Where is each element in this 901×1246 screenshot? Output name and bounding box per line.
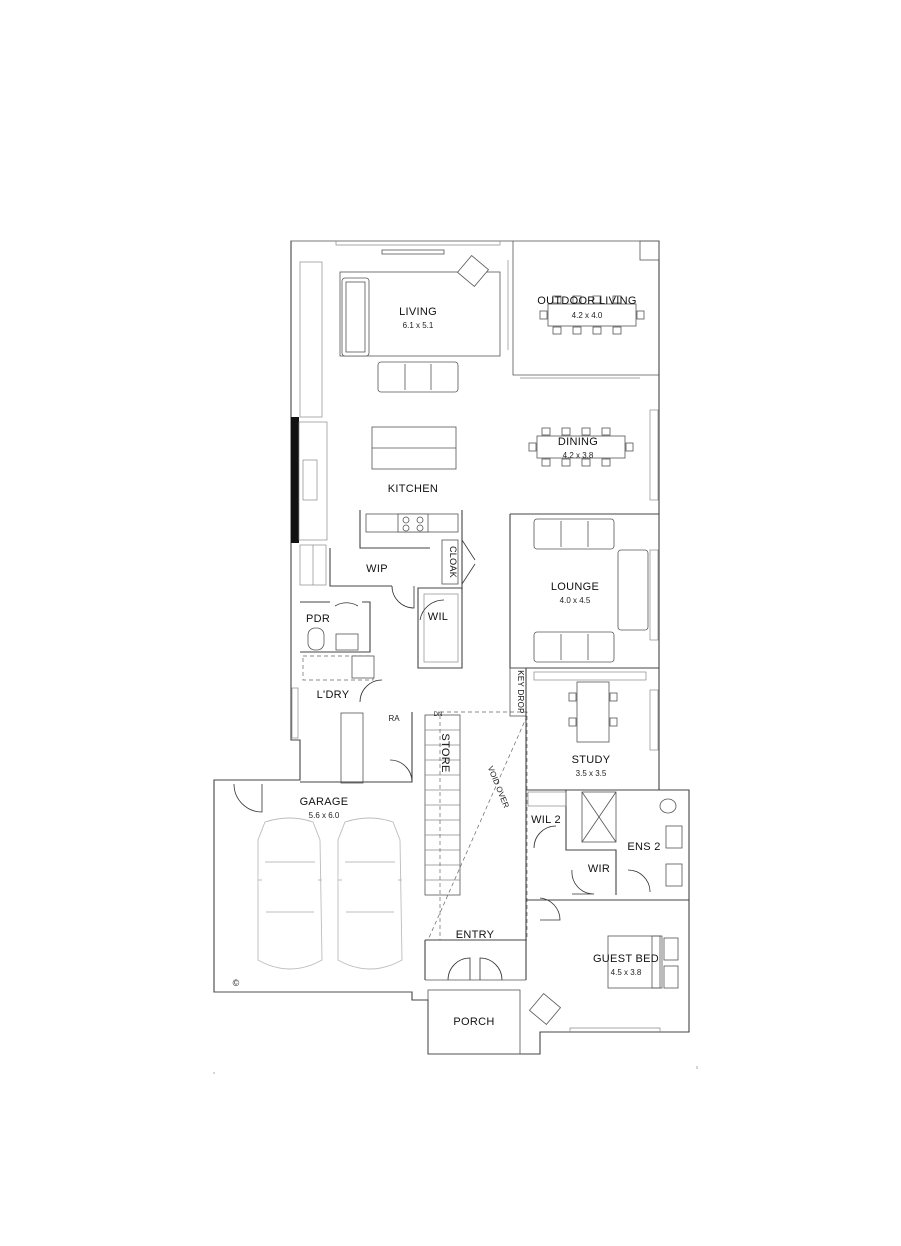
label-kitchen: KITCHEN xyxy=(388,483,438,495)
kitchen-area xyxy=(291,417,463,590)
stair-store-void xyxy=(424,667,528,941)
label-stair-dn: DN xyxy=(434,712,443,718)
bedroom-wing xyxy=(525,790,689,1032)
label-wir: WIR xyxy=(588,863,610,875)
label-store: STORE xyxy=(439,733,451,772)
cloak-wil-wip xyxy=(299,539,476,669)
dim-garage: 5.6 x 6.0 xyxy=(309,811,340,820)
label-wip: WIP xyxy=(366,563,388,575)
dim-study: 3.5 x 3.5 xyxy=(576,769,607,778)
dim-dining: 4.2 x 3.8 xyxy=(563,451,594,460)
dim-lounge: 4.0 x 4.5 xyxy=(560,596,591,605)
label-outdoor-living: OUTDOOR LIVING xyxy=(537,295,637,307)
label-key-drop: KEY DROP xyxy=(516,670,525,714)
label-void-over: VOID OVER xyxy=(486,765,511,810)
label-wil: WIL xyxy=(428,611,448,623)
study-room xyxy=(525,668,659,791)
label-garage: GARAGE xyxy=(300,796,349,808)
dim-living: 6.1 x 5.1 xyxy=(403,321,434,330)
label-porch: PORCH xyxy=(453,1016,494,1028)
entry-porch xyxy=(424,900,527,1055)
pdr-laundry xyxy=(291,601,413,784)
dim-guest-bed: 4.5 x 3.8 xyxy=(611,968,642,977)
living-room xyxy=(339,254,501,393)
label-ra: RA xyxy=(388,714,400,723)
outdoor-living-area xyxy=(507,241,659,379)
label-living: LIVING xyxy=(399,306,437,318)
label-pdr: PDR xyxy=(306,613,330,625)
room-labels: LIVING 6.1 x 5.1 OUTDOOR LIVING 4.2 x 4.… xyxy=(233,295,661,1028)
label-ens2: ENS 2 xyxy=(627,841,660,853)
label-entry: ENTRY xyxy=(456,929,495,941)
label-wil2: WIL 2 xyxy=(531,814,561,826)
label-dining: DINING xyxy=(558,436,598,448)
garage-area xyxy=(214,783,412,993)
label-guest-bed: GUEST BED xyxy=(593,953,659,965)
label-laundry: L'DRY xyxy=(317,689,350,701)
label-lounge: LOUNGE xyxy=(551,581,599,593)
lounge-room xyxy=(509,513,659,669)
dining-room xyxy=(528,409,659,501)
label-study: STUDY xyxy=(572,754,611,766)
dim-outdoor-living: 4.2 x 4.0 xyxy=(572,311,603,320)
copyright-mark: © xyxy=(233,978,240,988)
label-cloak: CLOAK xyxy=(448,546,458,578)
